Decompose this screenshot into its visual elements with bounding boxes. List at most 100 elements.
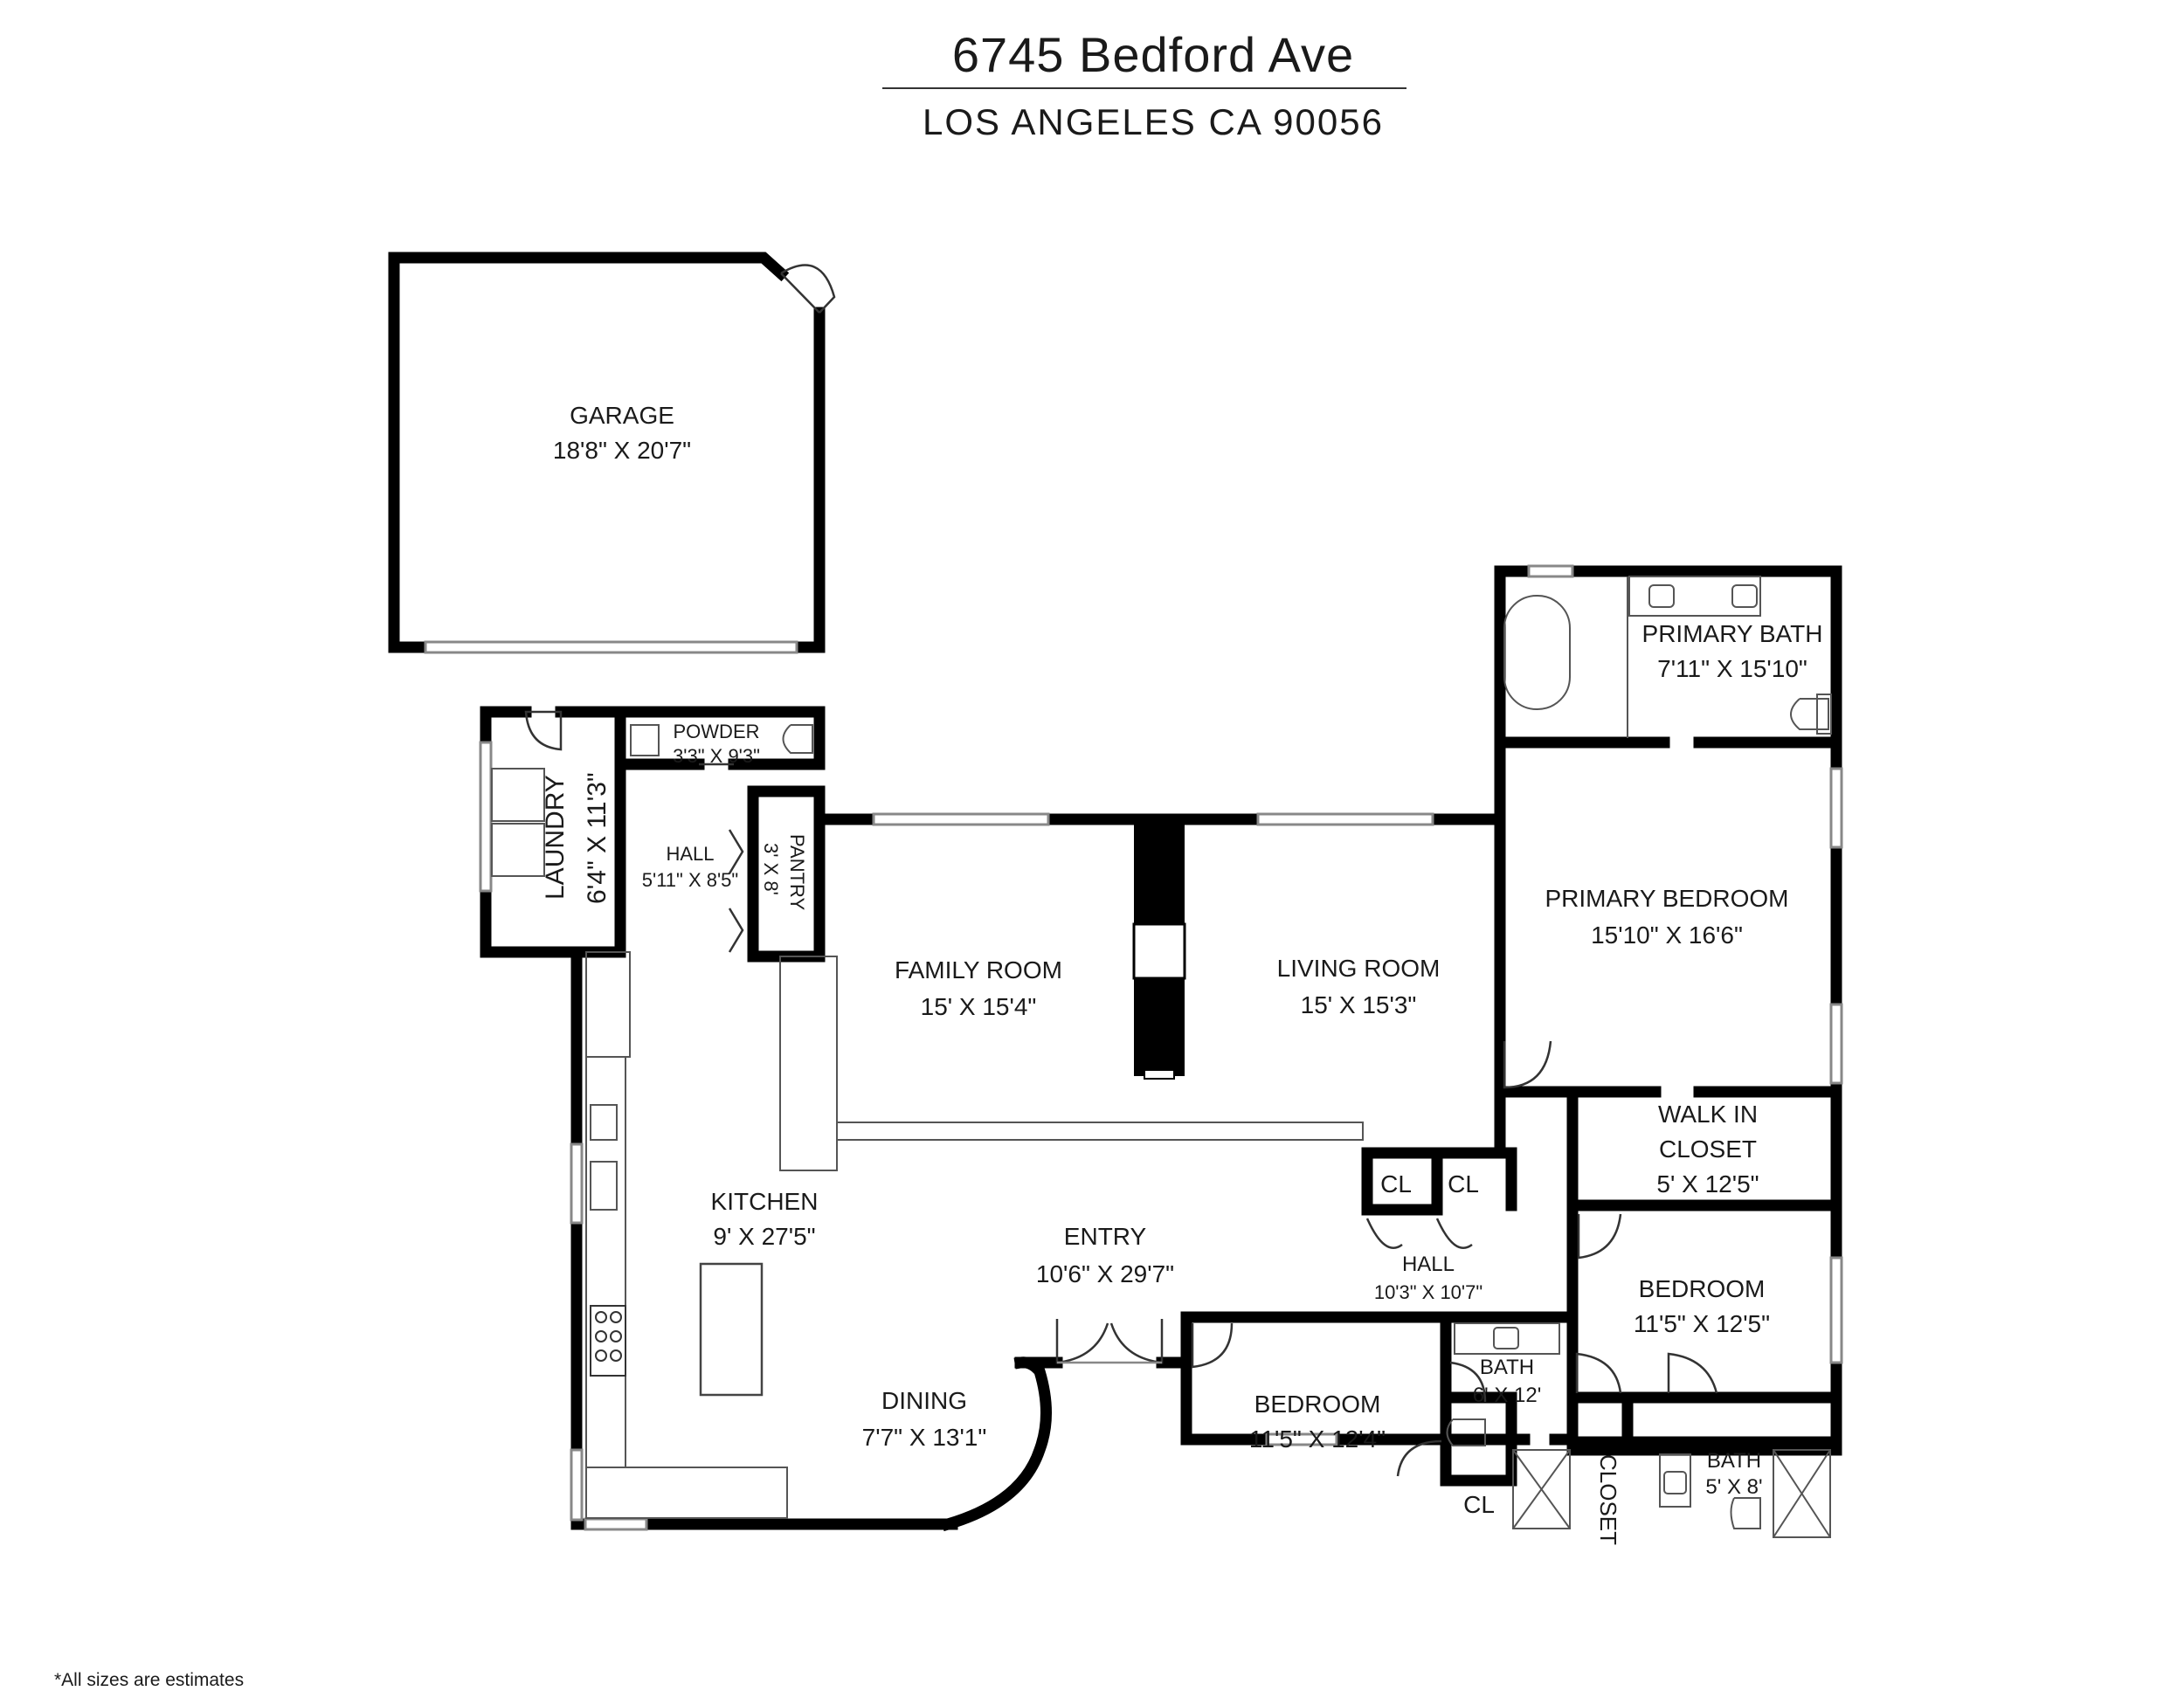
fixtures [491,576,1832,1538]
living-room-name: LIVING ROOM [1277,955,1441,982]
bedroom-bottom-size: 11'5" X 12'4" [1249,1425,1386,1453]
garage-walls-right [791,307,826,653]
entry-door-left [1055,1319,1109,1364]
bath1-shower [1512,1449,1571,1529]
pantry-door [728,829,744,953]
bath2-shower [1773,1449,1831,1538]
property-city: LOS ANGELES CA 90056 [923,101,1384,142]
fireplace [1132,819,1186,1080]
garage-door [424,640,798,654]
powder-name: POWDER [674,721,760,742]
laundry-size: 6'4" X 11'3" [583,772,612,904]
bedroom-right-window [1829,1256,1843,1364]
cl3-door [1396,1439,1442,1477]
bedroom-bottom-door [1191,1322,1234,1369]
bath1-door [1449,1361,1487,1403]
primary-bedroom-size: 15'10" X 16'6" [1591,921,1743,949]
family-room-divider [836,1122,1364,1141]
garage-size: 18'8" X 20'7" [553,437,691,464]
powder-size: 3'3" X 9'3" [673,745,760,767]
vanity-sinks [1628,576,1761,617]
primary-bedroom-name: PRIMARY BEDROOM [1545,885,1788,912]
dryer [491,823,545,877]
kitchen-window-2 [570,1448,584,1522]
dining-name: DINING [881,1387,967,1414]
kitchen-island [699,1262,764,1397]
bedroom-south-window [1265,1432,1338,1446]
garage-walls [388,252,790,653]
hall-1-size: 5'11" X 8'5" [642,869,738,891]
bath1-toilet [1446,1418,1486,1446]
kitchen-counter-south [585,1467,788,1519]
cl-door-1 [1365,1218,1403,1249]
primary-bed-window-1 [1829,767,1843,849]
walk-in-closet-size: 5' X 12'5" [1656,1170,1759,1198]
family-room-size: 15' X 15'4" [921,993,1037,1020]
closet-name: CLOSET [1595,1454,1621,1545]
primary-bath-walls [1494,565,1535,749]
living-room-size: 15' X 15'3" [1301,991,1417,1018]
bath2-vanity [1659,1453,1691,1508]
kitchen-name: KITCHEN [711,1188,819,1215]
bath-1-name: BATH [1480,1356,1534,1379]
kitchen-peninsula [779,956,838,1171]
pantry-size: 3' X 8' [760,843,782,895]
bedroom-right-size: 11'5" X 12'5" [1634,1310,1770,1337]
primary-bath-name: PRIMARY BATH [1642,620,1823,647]
bedroom-right-name: BEDROOM [1639,1275,1766,1302]
doors [524,264,1718,1477]
sink [590,1161,618,1211]
primary-bath-toilet [1790,698,1829,730]
cl-2-name: CL [1448,1170,1479,1198]
walk-in-closet-line2: CLOSET [1659,1135,1757,1163]
hall-2-size: 10'3" X 10'7" [1374,1281,1482,1303]
kitchen-counter-west [585,1056,626,1468]
kitchen-south-window [584,1517,648,1531]
hall-2-name: HALL [1402,1253,1455,1276]
bedroom-right-door [1577,1213,1622,1260]
bath-2-name: BATH [1707,1449,1761,1473]
garage-door-swing [780,273,820,314]
family-room-name: FAMILY ROOM [895,956,1062,984]
bath-2-size: 5' X 8' [1705,1475,1762,1499]
hall-1-name: HALL [666,843,714,865]
laundry-name: LAUNDRY [541,775,570,900]
walk-in-closet-line1: WALK IN [1658,1101,1758,1128]
dining-size: 7'7" X 13'1" [862,1424,987,1451]
kitchen-counter-upper [585,951,631,1058]
laundry-window [479,741,493,893]
cl-1-name: CL [1380,1170,1412,1198]
powder-toilet [782,724,813,754]
bedroom-bottom-walls [1180,1311,1273,1446]
bath1-vanity [1454,1322,1560,1355]
kitchen-window-1 [570,1142,584,1225]
garage-name: GARAGE [570,402,674,429]
title-divider [882,87,1406,89]
primary-bath-size: 7'11" X 15'10" [1657,655,1807,682]
bath2-toilet [1730,1497,1761,1529]
property-address: 6745 Bedford Ave [951,27,1355,82]
stove [590,1305,626,1377]
bathtub [1503,595,1571,710]
entry-door-right [1109,1319,1164,1364]
powder-walls [614,706,826,770]
cl-3-name: CL [1463,1491,1495,1518]
windows [424,564,1843,1531]
bath-1-size: 6' X 12' [1473,1384,1542,1407]
bath2-door [1667,1352,1718,1394]
primary-bath-window [1527,564,1574,578]
dishwasher [590,1104,618,1141]
pantry-name: PANTRY [786,834,808,911]
room-labels: GARAGE 18'8" X 20'7" PRIMARY BATH 7'11" … [541,402,1822,1545]
washer [491,768,545,822]
kitchen-size: 9' X 27'5" [713,1223,815,1250]
entry-size: 10'6" X 29'7" [1036,1260,1174,1287]
primary-bed-window-2 [1829,1003,1843,1085]
living-window [1256,812,1434,826]
entry-name: ENTRY [1064,1223,1147,1250]
powder-sink [630,724,660,756]
family-window [872,812,1050,826]
footer-note: *All sizes are estimates [54,1670,245,1690]
primary-bed-door [1503,1040,1552,1089]
